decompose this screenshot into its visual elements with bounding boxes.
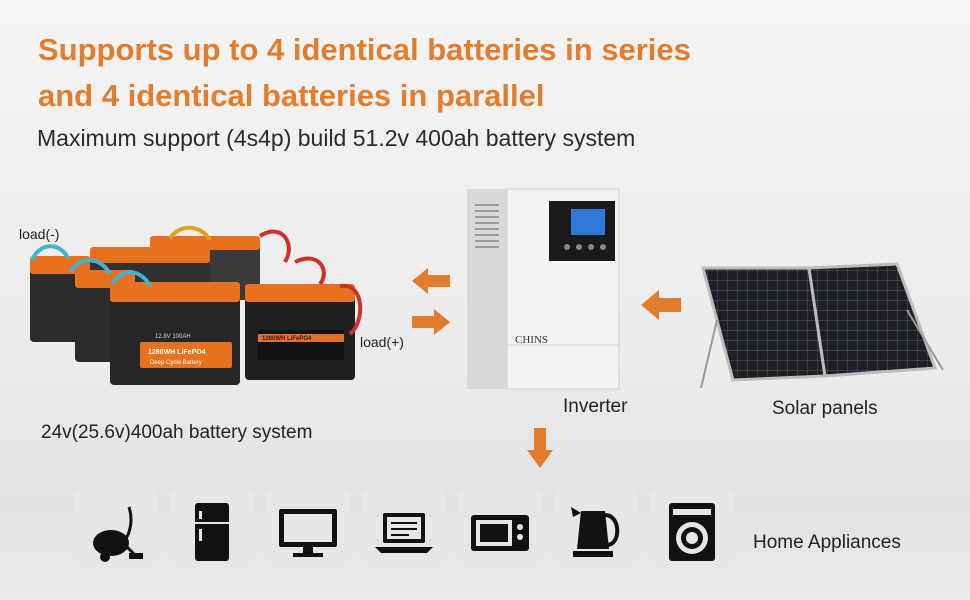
solar-panel-left	[701, 266, 827, 382]
arrow-down-icon	[527, 428, 553, 468]
washing-machine-icon	[669, 503, 715, 561]
battery-spec-label: 12.8V 100AH	[155, 334, 191, 340]
title-line-1: Supports up to 4 identical batteries in …	[38, 32, 691, 67]
battery-cables	[30, 225, 363, 336]
arrow-right-icon	[412, 309, 450, 335]
load-negative-label: load(-)	[19, 226, 60, 242]
microwave-icon	[471, 515, 529, 551]
appliance-microwave	[457, 489, 543, 575]
appliance-kettle	[553, 489, 639, 575]
appliance-vacuum	[73, 489, 159, 575]
battery-system-label: 24v(25.6v)400ah battery system	[41, 422, 313, 443]
inverter-image: CHINS	[467, 188, 620, 390]
arrow-left-icon	[641, 290, 681, 320]
battery-type-label: Deep Cycle Battery	[150, 360, 202, 366]
battery-bank-image: 12.8V 100AH 1280WH LiFePO4 Deep Cycle Ba…	[30, 225, 363, 385]
title-line-2: and 4 identical batteries in parallel	[38, 78, 545, 113]
inverter-label: Inverter	[563, 396, 628, 417]
appliance-refrigerator	[169, 489, 255, 575]
solar-panel-right	[807, 262, 938, 378]
solar-panels-image	[700, 262, 944, 389]
appliance-monitor	[265, 489, 351, 575]
battery-right-capacity-label: 1280WH LiFePO4	[262, 336, 312, 342]
inverter-display	[571, 209, 605, 235]
inverter-brand: CHINS	[515, 334, 548, 346]
appliance-washing-machine	[649, 489, 735, 575]
battery-front-left	[30, 256, 240, 385]
monitor-icon	[279, 509, 337, 557]
battery-front-right	[245, 284, 355, 380]
page-title: Supports up to 4 identical batteries in …	[38, 27, 938, 119]
inverter-vent-icon	[475, 204, 499, 248]
appliance-laptop	[361, 489, 447, 575]
refrigerator-icon	[195, 503, 229, 561]
laptop-icon	[375, 513, 433, 553]
kettle-icon	[571, 507, 620, 557]
vacuum-cleaner-icon	[93, 506, 143, 562]
home-appliances-label: Home Appliances	[753, 532, 901, 553]
arrow-left-icon	[412, 268, 450, 294]
battery-capacity-label: 1280WH LiFePO4	[148, 349, 206, 356]
page-subtitle: Maximum support (4s4p) build 51.2v 400ah…	[37, 125, 636, 151]
solar-panels-label: Solar panels	[772, 398, 878, 419]
load-positive-label: load(+)	[360, 334, 404, 350]
